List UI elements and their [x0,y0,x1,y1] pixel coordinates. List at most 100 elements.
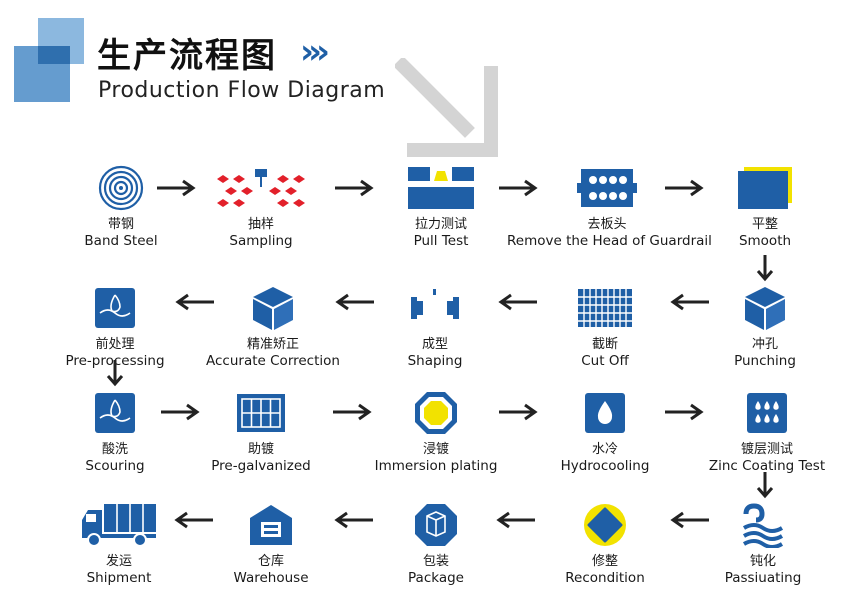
arrow-left-icon [334,511,373,529]
step-pull-test: 拉力测试 Pull Test [341,165,541,250]
step-zinc-coating-test: 镀层测试 Zinc Coating Test [667,390,844,475]
cube-icon [745,287,785,330]
step-label-cn: 仓库 [257,554,284,569]
step-label-en: Smooth [738,233,792,249]
arrow-left-icon [496,511,535,529]
wave-icon [742,503,784,548]
step-package: 包装 Package [336,502,536,587]
step-accurate-correction: 精准矫正 Accurate Correction [173,285,373,370]
step-label-cn: 截断 [591,337,618,352]
flat-plate-icon [738,167,792,209]
step-scouring: 酸洗 Scouring [15,390,215,475]
step-label-cn: 带钢 [107,217,134,232]
step-label-en: Warehouse [233,570,309,586]
arrow-right-icon [157,179,196,197]
step-label-cn: 前处理 [95,337,135,352]
coil-icon [98,165,144,211]
diamond-icon [584,504,626,546]
arrow-right-icon [335,179,374,197]
step-label-en: Punching [734,353,796,369]
truck-icon [82,504,156,547]
arrow-right-icon [665,403,704,421]
droplets-icon [747,393,787,433]
step-label-en: Shipment [86,570,152,586]
sampling-icon [217,169,305,207]
step-label-en: Accurate Correction [206,353,340,369]
step-recondition: 修整 Recondition [505,502,705,587]
water-drop-icon [585,393,625,433]
step-sampling: 抽样 Sampling [161,165,361,250]
step-shaping: 成型 Shaping [335,285,535,370]
step-hydrocooling: 水冷 Hydrocooling [505,390,705,475]
arrow-right-icon [333,403,372,421]
step-pre-galvanized: 助镀 Pre-galvanized [161,390,361,475]
frame-grid-icon [237,394,285,432]
step-shipment: 发运 Shipment [19,502,219,587]
arrow-left-icon [670,293,709,311]
arrow-left-icon [670,511,709,529]
step-remove-head: 去板头 Remove the Head of Guardrail [507,165,712,250]
step-label-cn: 平整 [751,217,778,232]
step-label-en: Hydrocooling [560,458,650,474]
step-label-cn: 包装 [422,554,449,569]
page-title-en: Production Flow Diagram [98,78,386,103]
step-label-en: Scouring [85,458,145,474]
step-passiuating: 钝化 Passiuating [663,502,844,587]
arrow-right-icon [161,403,200,421]
step-pre-processing: 前处理 Pre-processing [15,285,215,370]
step-label-en: Sampling [229,233,293,249]
step-label-en: Cut Off [581,353,629,369]
step-label-cn: 精准矫正 [246,337,299,352]
arrow-left-icon [335,293,374,311]
step-label-cn: 去板头 [587,217,627,232]
step-label-cn: 镀层测试 [740,442,793,457]
step-cut-off: 截断 Cut Off [505,285,705,370]
arrow-left-icon [175,293,214,311]
step-label-en: Immersion plating [374,458,498,474]
cube-icon [253,287,293,330]
pull-test-icon [408,167,474,209]
arrow-left-icon [174,511,213,529]
step-label-cn: 抽样 [247,217,274,232]
arrow-down-icon [756,472,774,499]
arrow-right-icon [665,179,704,197]
step-label-en: Remove the Head of Guardrail [507,233,712,249]
step-immersion-plating: 浸镀 Immersion plating [336,390,536,475]
arrow-right-icon [499,179,538,197]
step-label-cn: 浸镀 [422,442,449,457]
step-label-en: Passiuating [724,570,802,586]
step-label-cn: 修整 [591,554,618,569]
step-label-en: Zinc Coating Test [708,458,826,474]
step-label-en: Shaping [407,353,463,369]
profile-icon [411,289,459,319]
step-smooth: 平整 Smooth [665,165,844,250]
logo-square-overlap [38,46,70,64]
step-label-en: Package [408,570,464,586]
arrow-right-icon [499,403,538,421]
decorative-arrow-icon [395,58,498,157]
step-label-en: Pull Test [413,233,469,249]
step-label-cn: 水冷 [591,442,618,457]
step-label-cn: 助镀 [247,442,274,457]
step-band-steel: 带钢 Band Steel [21,165,221,250]
step-warehouse: 仓库 Warehouse [171,502,371,587]
package-icon [415,504,457,546]
step-label-cn: 发运 [105,554,132,569]
grid-plate-icon [578,289,632,327]
warehouse-icon [250,505,292,545]
liquid-tank-icon [95,393,135,433]
perforated-plate-icon [577,169,637,207]
step-label-cn: 冲孔 [751,337,778,352]
page-title-cn: 生产流程图 [97,36,277,76]
step-label-cn: 钝化 [749,554,776,569]
arrow-left-icon [498,293,537,311]
step-label-cn: 拉力测试 [414,217,467,232]
step-label-en: Pre-galvanized [211,458,311,474]
step-label-en: Band Steel [84,233,158,249]
octagon-icon [415,392,457,434]
step-label-cn: 酸洗 [101,442,128,457]
arrow-down-icon [106,360,124,387]
title-chevrons-icon: ››› [300,32,330,72]
liquid-tank-icon [95,288,135,328]
arrow-down-icon [756,255,774,282]
